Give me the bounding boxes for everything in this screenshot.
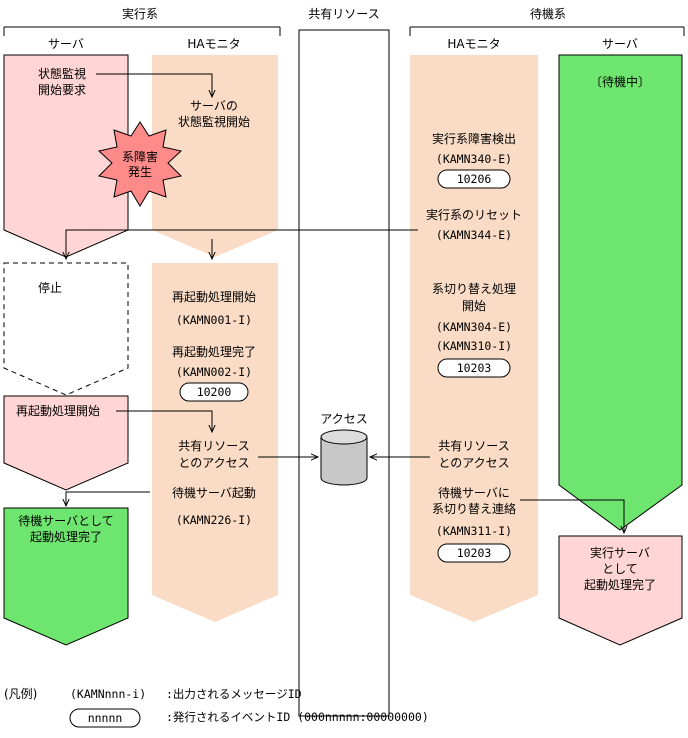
legend-title: (凡例)	[4, 687, 37, 701]
failure-burst-icon	[97, 121, 183, 207]
event-10206: 10206	[457, 172, 492, 186]
col-standby-ha: HAモニタ	[447, 37, 500, 51]
msg-kamn226: (KAMN226-I)	[176, 513, 252, 527]
active-ha-restart-block	[152, 263, 278, 622]
active-complete-line3: 起動処理完了	[584, 577, 656, 592]
standby-server-active-block	[558, 535, 683, 646]
monitor-start-line1: サーバの	[190, 99, 238, 113]
shared-disk-icon	[320, 429, 368, 486]
msg-kamn304: (KAMN304-E)	[436, 320, 512, 334]
active-server-standby-block	[3, 507, 129, 646]
event-badge-10200	[179, 382, 249, 402]
event-10203b: 10203	[457, 546, 492, 560]
header-shared: 共有リソース	[308, 7, 379, 21]
restart-start-label: 再起動処理開始	[16, 404, 100, 418]
arrow-restart-start	[116, 410, 212, 432]
msg-kamn340: (KAMN340-E)	[436, 152, 512, 166]
monitor-request-line1: 状態監視	[38, 66, 86, 81]
standby-server-waiting-block	[558, 54, 683, 531]
col-active-ha: HAモニタ	[187, 37, 240, 51]
legend-event-sample: nnnnn	[88, 711, 123, 725]
notify-line2: 系切り替え連絡	[432, 501, 516, 516]
msg-kamn001: (KAMN001-I)	[176, 313, 252, 327]
detect-label: 実行系障害検出	[432, 131, 516, 146]
active-shared-access-line1: 共有リソース	[178, 439, 249, 453]
header-standby: 待機系	[530, 6, 566, 21]
standby-complete-line1: 待機サーバとして	[18, 513, 114, 528]
active-shared-access-line2: とのアクセス	[178, 456, 249, 470]
reset-label: 実行系のリセット	[426, 207, 522, 222]
col-standby-server: サーバ	[602, 37, 638, 51]
restart-done-label: 再起動処理完了	[172, 344, 256, 359]
restart-begin-label: 再起動処理開始	[172, 290, 256, 304]
active-complete-line1: 実行サーバ	[590, 545, 650, 560]
active-server-running-block	[3, 54, 129, 258]
monitor-start-line2: 状態監視開始	[178, 114, 250, 129]
active-server-restart-block	[3, 395, 129, 491]
event-badge-10206	[437, 169, 511, 189]
active-complete-line2: として	[602, 562, 638, 576]
event-10200: 10200	[197, 385, 232, 399]
msg-kamn310: (KAMN310-I)	[436, 339, 512, 353]
standby-complete-line2: 起動処理完了	[30, 529, 102, 544]
legend-msg-sample: (KAMNnnn-i)	[70, 687, 146, 701]
active-server-stopped-block	[3, 262, 129, 396]
msg-kamn002: (KAMN002-I)	[176, 365, 252, 379]
shared-resource-column	[298, 29, 390, 717]
event-10203a: 10203	[457, 361, 492, 375]
stopped-label: 停止	[38, 280, 62, 295]
arrow-reset	[66, 229, 418, 259]
msg-kamn344: (KAMN344-E)	[436, 228, 512, 242]
standby-shared-access-line2: とのアクセス	[438, 456, 509, 470]
arrow-monitor-request	[96, 73, 212, 97]
arrow-standby-boot	[66, 491, 150, 506]
notify-line1: 待機サーバに	[438, 485, 510, 500]
arrow-notify	[520, 499, 624, 533]
legend-event-badge	[69, 708, 141, 728]
col-active-server: サーバ	[48, 37, 84, 51]
failure-label-line1: 系障害	[122, 149, 158, 164]
event-badge-10203b	[437, 543, 511, 563]
active-ha-monitor-block	[152, 55, 278, 257]
waiting-label: 〔待機中〕	[590, 74, 650, 89]
event-badge-10203a	[437, 358, 511, 378]
failure-label-line2: 発生	[128, 165, 152, 179]
standby-shared-access-line1: 共有リソース	[438, 439, 509, 453]
switch-start-line2: 開始	[462, 299, 486, 313]
switch-start-line1: 系切り替え処理	[432, 282, 516, 296]
header-active: 実行系	[122, 6, 158, 21]
access-label: アクセス	[320, 412, 367, 426]
standby-boot-label: 待機サーバ起動	[172, 485, 256, 500]
monitor-request-line2: 開始要求	[38, 83, 86, 97]
msg-kamn311: (KAMN311-I)	[436, 524, 512, 538]
legend-msg-desc: :出力されるメッセージID	[166, 687, 302, 701]
standby-ha-block	[410, 55, 538, 622]
legend-event-desc: :発行されるイベントID (000nnnnn:00000000)	[166, 710, 429, 724]
